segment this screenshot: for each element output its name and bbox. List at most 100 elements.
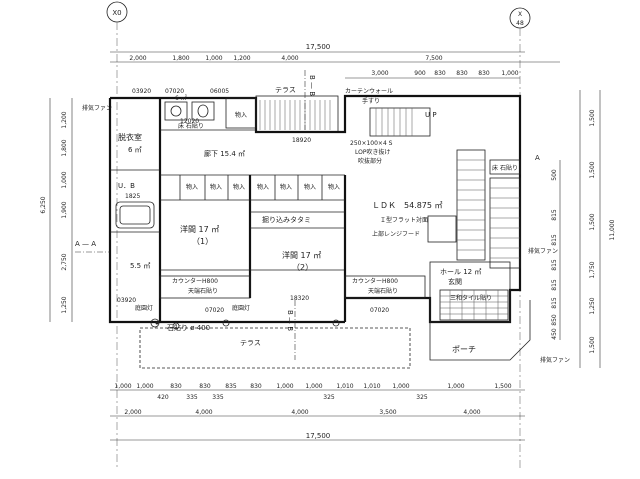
svg-text:4,000: 4,000 — [291, 409, 308, 416]
svg-text:1825: 1825 — [125, 193, 140, 200]
svg-text:6 ㎡: 6 ㎡ — [175, 94, 187, 102]
svg-text:Ｉ型フラット対面: Ｉ型フラット対面 — [380, 216, 428, 224]
svg-text:07020: 07020 — [370, 307, 389, 314]
svg-text:A — A: A — A — [75, 240, 96, 248]
svg-text:手すり: 手すり — [362, 97, 380, 105]
svg-text:1,500: 1,500 — [589, 336, 596, 353]
western-room-2: 洋間 17 ㎡ （2） — [282, 250, 321, 272]
svg-text:1,500: 1,500 — [589, 161, 596, 178]
svg-text:ホール 12 ㎡: ホール 12 ㎡ — [440, 268, 481, 276]
svg-text:830: 830 — [250, 383, 262, 390]
counter-right: カウンターH800 天端石貼り — [344, 275, 426, 299]
svg-text:1,000: 1,000 — [305, 383, 322, 390]
svg-text:830: 830 — [170, 383, 182, 390]
bottom-total-dim: 17,500 — [306, 432, 331, 440]
svg-text:（1）: （1） — [192, 237, 213, 246]
svg-text:2,000: 2,000 — [124, 409, 141, 416]
svg-text:カウンターH800: カウンターH800 — [352, 277, 398, 285]
svg-text:1,500: 1,500 — [589, 213, 596, 230]
svg-text:18920: 18920 — [292, 137, 311, 144]
svg-text:1,010: 1,010 — [336, 383, 353, 390]
svg-text:B — B: B — B — [286, 310, 294, 331]
terrace-top: テラス — [255, 86, 339, 133]
svg-text:1,750: 1,750 — [589, 261, 596, 278]
tatami-label: 掘り込みタタミ — [262, 215, 311, 224]
stairs: U P 手すり 250×100×4 S LOP吹き抜け 吹抜部分 — [350, 97, 437, 165]
svg-text:835: 835 — [225, 383, 237, 390]
svg-text:物入: 物入 — [304, 183, 316, 191]
svg-text:1,800: 1,800 — [172, 55, 189, 62]
svg-text:1,200: 1,200 — [233, 55, 250, 62]
svg-text:A: A — [535, 154, 540, 162]
svg-text:テラス: テラス — [240, 339, 261, 347]
svg-text:床 石貼り: 床 石貼り — [492, 164, 518, 172]
svg-text:1,250: 1,250 — [61, 296, 68, 313]
svg-text:815: 815 — [551, 297, 558, 309]
svg-text:1,000: 1,000 — [501, 70, 518, 77]
svg-text:335: 335 — [212, 394, 224, 401]
exhaust-fan-left: 排気ファン — [82, 104, 112, 112]
western-room-1: 洋間 17 ㎡ （1） — [180, 224, 219, 246]
svg-text:LOP吹き抜け: LOP吹き抜け — [355, 148, 390, 156]
svg-text:07020: 07020 — [205, 307, 224, 314]
svg-text:（2）: （2） — [292, 263, 313, 272]
svg-text:物入: 物入 — [257, 183, 269, 191]
top-total-dim: 17,500 — [306, 43, 331, 51]
window-codes: 03920 07020 06005 12020 18920 18320 0702… — [117, 88, 389, 314]
svg-text:830: 830 — [199, 383, 211, 390]
porch: ポーチ — [429, 300, 531, 361]
svg-text:325: 325 — [323, 394, 335, 401]
svg-text:1,500: 1,500 — [494, 383, 511, 390]
svg-text:物入: 物入 — [328, 183, 340, 191]
svg-text:1,000: 1,000 — [276, 383, 293, 390]
svg-text:420: 420 — [157, 394, 169, 401]
svg-text:床 石貼り: 床 石貼り — [178, 122, 204, 130]
svg-text:335: 335 — [186, 394, 198, 401]
svg-text:830: 830 — [456, 70, 468, 77]
svg-text:1,000: 1,000 — [392, 383, 409, 390]
svg-text:500: 500 — [551, 169, 558, 181]
bathroom: 脱衣室 6 ㎡ 床 石貼り 6 ㎡ U．B 1825 — [115, 94, 215, 229]
svg-text:325: 325 — [416, 394, 428, 401]
svg-text:天端石貼り: 天端石貼り — [188, 287, 218, 295]
svg-text:1,000: 1,000 — [447, 383, 464, 390]
svg-text:4,000: 4,000 — [195, 409, 212, 416]
svg-text:1,000: 1,000 — [61, 171, 68, 188]
svg-text:物入: 物入 — [210, 183, 222, 191]
terrace-bottom: テラス 庭園灯 庭園灯 石貼り ø 400 — [135, 304, 411, 369]
svg-text:X: X — [518, 11, 522, 18]
svg-text:X0: X0 — [112, 9, 121, 17]
hall-entrance: ホール 12 ㎡ 玄関 三和タイル貼り — [429, 261, 511, 323]
svg-text:三和タイル貼り: 三和タイル貼り — [450, 294, 492, 302]
svg-text:830: 830 — [478, 70, 490, 77]
svg-text:48: 48 — [516, 20, 524, 27]
svg-text:12020: 12020 — [180, 118, 199, 125]
axis-marker-left: X0 — [106, 1, 128, 470]
svg-text:18320: 18320 — [290, 295, 309, 302]
svg-text:カウンターH800: カウンターH800 — [172, 277, 218, 285]
svg-text:ＬＤＫ 54.875 ㎡: ＬＤＫ 54.875 ㎡ — [372, 201, 443, 210]
corridor-label: 廊下 15.4 ㎡ — [204, 149, 245, 158]
svg-text:4,000: 4,000 — [463, 409, 480, 416]
svg-text:洋間 17 ㎡: 洋間 17 ㎡ — [282, 250, 321, 260]
svg-text:07020: 07020 — [165, 88, 184, 95]
section-markers: A — A A B — B B — B — [75, 70, 540, 360]
svg-text:1,000: 1,000 — [205, 55, 222, 62]
svg-text:庭園灯: 庭園灯 — [135, 304, 153, 312]
svg-text:物入: 物入 — [233, 183, 245, 191]
svg-text:玄関: 玄関 — [448, 277, 462, 286]
svg-text:2,000: 2,000 — [129, 55, 146, 62]
svg-text:1,000: 1,000 — [114, 383, 131, 390]
top-dimensions: 17,500 2,000 1,800 1,000 1,200 4,000 7,5… — [110, 43, 560, 79]
svg-text:1,500: 1,500 — [589, 109, 596, 126]
svg-text:6 ㎡: 6 ㎡ — [128, 146, 142, 154]
exhaust-fan-right: 排気ファン — [528, 247, 558, 255]
svg-text:物入: 物入 — [235, 111, 247, 119]
dressing-label: 脱衣室 — [118, 132, 142, 142]
svg-text:上部レンジフード: 上部レンジフード — [372, 230, 420, 238]
svg-text:3,500: 3,500 — [379, 409, 396, 416]
svg-text:U P: U P — [425, 111, 437, 119]
svg-text:900: 900 — [414, 70, 426, 77]
svg-text:2,750: 2,750 — [61, 253, 68, 270]
